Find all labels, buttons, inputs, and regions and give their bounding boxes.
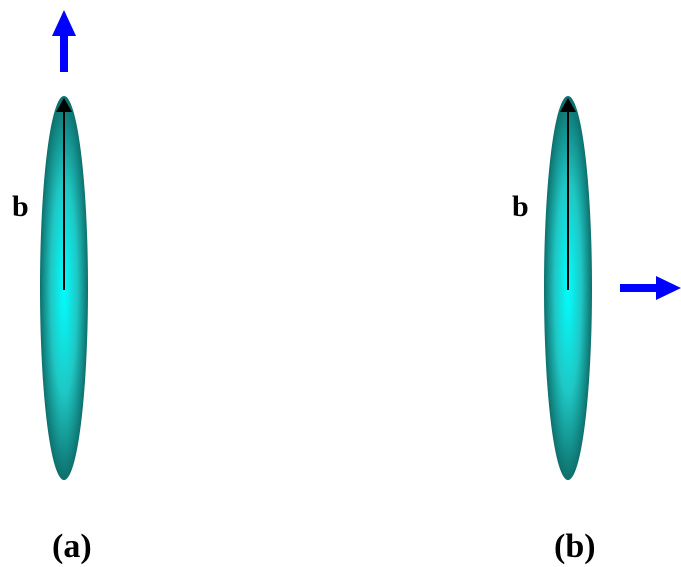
panel-caption-b: (b) [554, 528, 596, 565]
panel-b: b (b) [512, 96, 681, 565]
motion-arrow-right-icon [620, 276, 681, 300]
vector-label-a: b [12, 190, 29, 223]
vector-arrowhead-a [56, 98, 72, 112]
motion-arrow-up-icon [52, 10, 76, 72]
panel-caption-a: (a) [52, 528, 92, 565]
vector-arrowhead-b [560, 98, 576, 112]
vector-label-b: b [512, 190, 529, 223]
panel-a: b (a) [12, 10, 92, 565]
